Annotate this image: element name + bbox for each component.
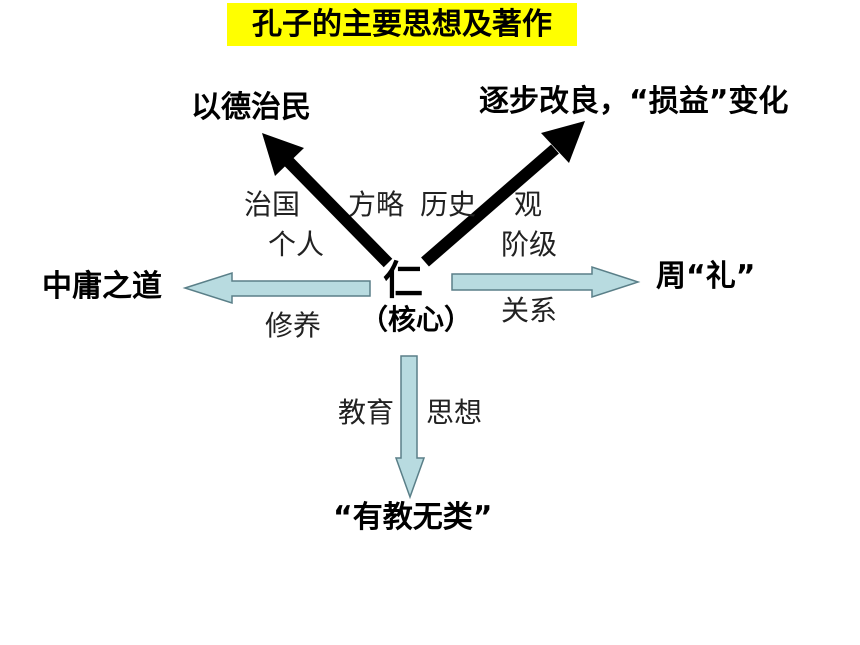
aspect-personal: 个人 xyxy=(268,228,325,261)
aspect-cultivation: 修养 xyxy=(265,309,322,342)
outcome-top-left: 以德治民 xyxy=(191,90,311,125)
arrow-to-top-left xyxy=(262,133,393,268)
page-title: 孔子的主要思想及著作 xyxy=(227,3,577,46)
aspect-gov-1: 治国 xyxy=(244,188,301,221)
core-concept-note: （核心） xyxy=(360,303,473,336)
outcome-right: 周“礼” xyxy=(656,259,756,294)
aspect-history-1: 历史 xyxy=(420,188,477,221)
aspect-history-2: 观 xyxy=(514,188,543,221)
aspect-edu-2: 思想 xyxy=(426,396,483,429)
arrow-to-bottom xyxy=(394,355,426,500)
aspect-gov-2: 方略 xyxy=(348,188,405,221)
arrow-to-right xyxy=(451,265,641,299)
core-concept: 仁 xyxy=(383,258,423,304)
outcome-top-right: 逐步改良，“损益”变化 xyxy=(479,84,789,119)
aspect-relation: 关系 xyxy=(501,294,558,327)
arrow-to-left xyxy=(182,271,371,305)
outcome-left: 中庸之道 xyxy=(42,269,162,304)
outcome-bottom: “有教无类” xyxy=(333,500,493,535)
aspect-edu-1: 教育 xyxy=(338,396,395,429)
aspect-class: 阶级 xyxy=(501,228,558,261)
arrow-to-top-right xyxy=(421,121,585,267)
